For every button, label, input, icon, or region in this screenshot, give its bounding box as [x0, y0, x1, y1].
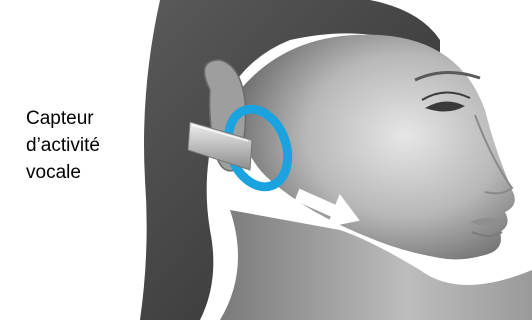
- head-illustration: [140, 0, 532, 320]
- caption-line-1: Capteur: [26, 105, 156, 132]
- caption-line-3: vocale: [26, 159, 156, 186]
- caption-line-2: d’activité: [26, 132, 156, 159]
- sensor-caption: Capteur d’activité vocale: [26, 105, 156, 186]
